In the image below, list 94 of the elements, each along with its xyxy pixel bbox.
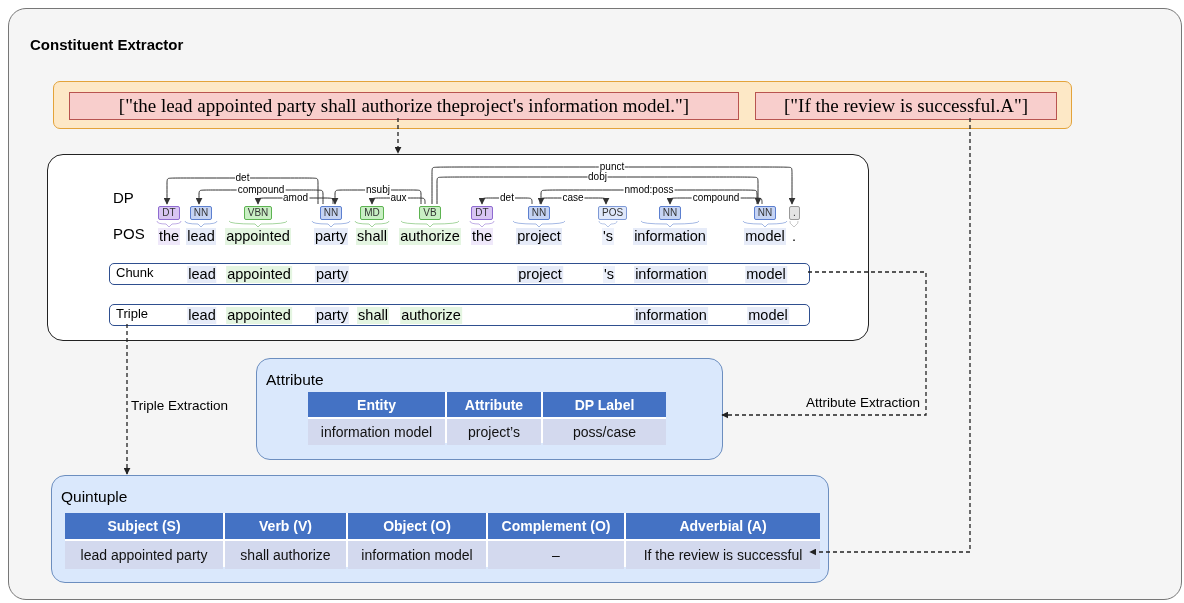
table-header-cell: Complement (O) [488, 513, 624, 539]
sentence-box [69, 92, 739, 120]
dependency-arc [431, 166, 796, 205]
panel-title: Quintuple [61, 488, 128, 506]
row-label: Triple [116, 306, 149, 321]
word: authorize [399, 228, 461, 245]
table-header-cell: Verb (V) [225, 513, 346, 539]
sentence-text: ["the lead appointed party shall authorize theproject's information model."] [117, 95, 691, 117]
table-cell: If the review is successful [626, 541, 820, 569]
panel [256, 358, 723, 460]
word: shall [357, 307, 389, 324]
dashed-arrow [721, 271, 927, 419]
input-band [53, 81, 1072, 129]
pos-tag: DT [471, 206, 493, 220]
word: model [745, 266, 787, 283]
word: party [313, 228, 349, 245]
pos-tag: NN [753, 206, 777, 220]
table-cell: information model [348, 541, 486, 569]
word: lead [187, 307, 217, 324]
table-header-cell: Entity [308, 392, 445, 417]
dashed-arrow [123, 323, 131, 475]
word: model [747, 307, 789, 324]
edge-label: Triple Extraction [131, 399, 229, 413]
word: the [470, 228, 494, 245]
pos-tag: . [789, 206, 800, 220]
pos-tag: NN [658, 206, 682, 220]
sentence-box [755, 92, 1057, 120]
row-label: DP [113, 189, 134, 206]
word: project [516, 228, 562, 245]
dependency-arc [163, 177, 319, 205]
table-header-cell: Subject (S) [65, 513, 223, 539]
edge-label: compound [691, 193, 741, 203]
container-panel [8, 8, 1182, 600]
data-table [308, 392, 666, 443]
word: lead [186, 228, 216, 245]
edge-label: Attribute Extraction [805, 396, 920, 410]
parse-panel [47, 154, 869, 341]
word: . [791, 228, 797, 245]
data-table [65, 513, 820, 567]
table-header-cell: DP Label [543, 392, 666, 417]
table-cell: poss/case [543, 419, 666, 445]
row-label: POS [113, 225, 145, 242]
word: information [633, 228, 707, 245]
pos-tag: NN [319, 206, 343, 220]
table-header-cell: Adverbial (A) [626, 513, 820, 539]
dashed-arrow [394, 117, 402, 154]
word: 's [603, 266, 615, 283]
table-header-cell: Attribute [447, 392, 541, 417]
pos-tag: DT [158, 206, 180, 220]
pos-tag: VB [419, 206, 441, 220]
edge-label: compound [236, 185, 286, 195]
word: shall [356, 228, 388, 245]
edge-label: amod [282, 193, 309, 203]
table-cell: shall authorize [225, 541, 346, 569]
panel-title: Constituent Extractor [30, 36, 184, 53]
word: appointed [226, 307, 292, 324]
word: information [634, 266, 708, 283]
table-cell: project’s [447, 419, 541, 445]
word: the [157, 228, 181, 245]
table-cell: – [488, 541, 624, 569]
edge-label: det [499, 193, 515, 203]
sentence-text: ["If the review is successful.A"] [783, 95, 1029, 117]
dashed-arrow [809, 117, 971, 556]
word: 's [602, 228, 614, 245]
token-row [109, 263, 810, 285]
table-header-cell: Object (O) [348, 513, 486, 539]
dependency-arc [436, 176, 762, 205]
word: party [314, 307, 350, 324]
word: project [517, 266, 563, 283]
pos-tag: NN [527, 206, 551, 220]
pos-tag: VBN [243, 206, 273, 220]
word: authorize [400, 307, 462, 324]
pos-tag: MD [360, 206, 384, 220]
token-row [109, 304, 810, 326]
word: information [634, 307, 708, 324]
word: appointed [226, 266, 292, 283]
table-cell: lead appointed party [65, 541, 223, 569]
table-cell: information model [308, 419, 445, 445]
edge-label: punct [598, 162, 626, 172]
panel-title: Attribute [266, 371, 324, 389]
edge-label: nsubj [365, 185, 391, 195]
pos-tag: NN [189, 206, 213, 220]
word: model [744, 228, 786, 245]
word: appointed [225, 228, 291, 245]
word: party [314, 266, 350, 283]
panel [51, 475, 829, 583]
edge-label: det [234, 173, 251, 183]
row-label: Chunk [116, 265, 154, 280]
pos-tag: POS [598, 206, 628, 220]
word: lead [187, 266, 217, 283]
edge-label: nmod:poss [623, 185, 675, 195]
edge-label: aux [389, 193, 408, 203]
edge-label: case [561, 193, 585, 203]
edge-label: dobj [587, 172, 608, 182]
